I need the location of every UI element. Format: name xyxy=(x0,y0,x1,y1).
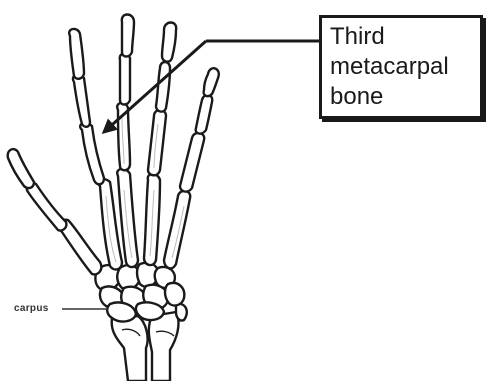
ring-distal-phalanx xyxy=(162,23,176,62)
little-middle-phalanx xyxy=(196,95,213,134)
carpal-bone xyxy=(165,283,184,306)
thumb-bones xyxy=(8,149,102,274)
ulna-bone xyxy=(149,312,179,381)
radius-bone xyxy=(112,316,148,381)
thumb-distal-phalanx xyxy=(8,149,34,188)
index-middle-phalanx xyxy=(73,75,90,127)
callout-line-1: Third xyxy=(330,22,474,52)
ring-middle-phalanx xyxy=(156,62,170,112)
callout-line-3: bone xyxy=(330,82,474,112)
ring-proximal-phalanx xyxy=(148,110,166,175)
little-distal-phalanx xyxy=(204,68,219,96)
carpal-bone xyxy=(136,302,164,320)
middle-middle-phalanx xyxy=(120,54,130,105)
thumb-proximal-phalanx xyxy=(27,183,67,231)
index-distal-phalanx xyxy=(69,29,84,79)
carpus-label: carpus xyxy=(14,303,49,314)
little-finger-bones xyxy=(164,68,219,268)
little-metacarpal xyxy=(164,191,190,268)
callout-line-2: metacarpal xyxy=(330,52,474,82)
carpal-bone xyxy=(107,302,136,321)
middle-distal-phalanx xyxy=(122,15,134,57)
callout-box: Third metacarpal bone xyxy=(319,15,483,119)
index-proximal-phalanx xyxy=(80,123,104,184)
little-proximal-phalanx xyxy=(180,133,204,192)
